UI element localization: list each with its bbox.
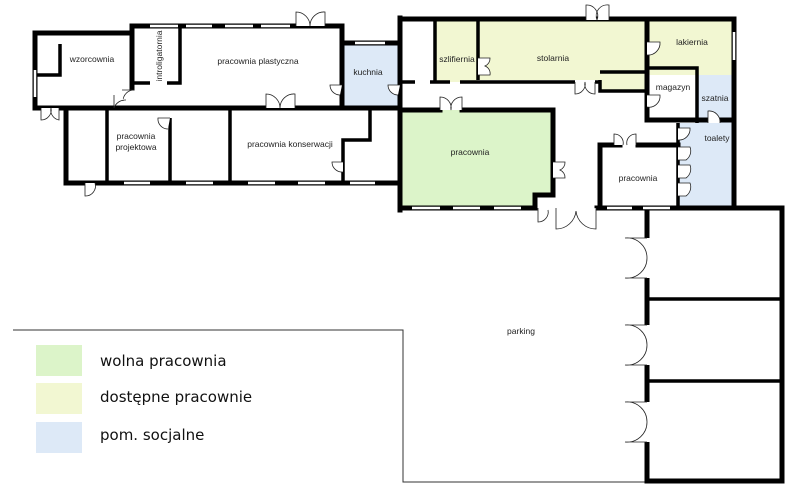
label-toalety: toalety — [704, 133, 730, 143]
label-wzorcownia: wzorcownia — [69, 54, 115, 64]
doors — [40, 4, 721, 443]
room-pracownia-large[interactable] — [400, 110, 553, 208]
label-pracownia-projektowa-1: pracownia — [117, 131, 156, 141]
label-pracownia-small: pracownia — [619, 173, 658, 183]
label-parking: parking — [507, 326, 535, 336]
legend-swatch-socjalne — [36, 422, 82, 453]
room-lakiernia[interactable] — [647, 20, 734, 75]
legend-swatch-wolna — [36, 345, 82, 376]
label-magazyn: magazyn — [656, 82, 691, 92]
legend: wolna pracownia dostępne pracownie pom. … — [36, 345, 252, 453]
label-pracownia-projektowa-2: projektowa — [115, 142, 156, 152]
label-pracownia-large: pracownia — [451, 147, 490, 157]
label-szlifiernia: szlifiernia — [439, 54, 475, 64]
label-pracownia-plastyczna: pracownia plastyczna — [217, 56, 299, 66]
room-kuchnia[interactable] — [342, 42, 400, 108]
legend-swatch-dostepne — [36, 383, 82, 414]
label-szatnia: szatnia — [702, 93, 729, 103]
label-lakiernia: lakiernia — [676, 37, 708, 47]
label-stolarnia: stolarnia — [537, 53, 569, 63]
label-introligatornia: introligatornia — [154, 30, 164, 81]
legend-label-dostepne: dostępne pracownie — [100, 388, 252, 406]
label-kuchnia: kuchnia — [353, 67, 383, 77]
legend-label-wolna: wolna pracownia — [100, 352, 227, 370]
legend-label-socjalne: pom. socjalne — [100, 426, 204, 444]
room-szlifiernia[interactable] — [435, 20, 478, 82]
parking-outline — [13, 329, 647, 483]
label-pracownia-konserwacji: pracownia konserwacji — [247, 139, 333, 149]
windows-left — [33, 24, 385, 185]
